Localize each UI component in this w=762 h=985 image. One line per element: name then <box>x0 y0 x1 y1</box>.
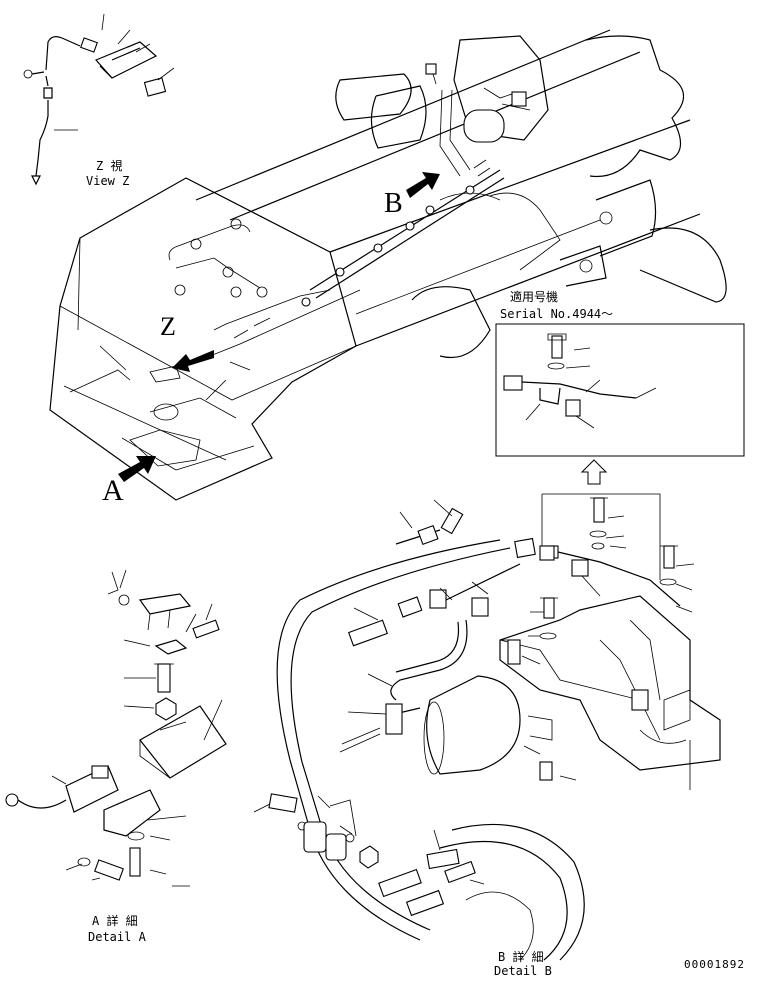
pointer-b-label: B <box>384 188 403 219</box>
serial-detail-box <box>495 323 745 457</box>
frame-rails <box>195 29 701 347</box>
serial-number-label: Serial No.4944～ <box>500 307 614 321</box>
pointer-z-label: Z <box>160 312 176 341</box>
detail-b-frame-bracket <box>499 595 721 790</box>
serial-applicable-label: 適用号機 <box>510 290 559 304</box>
detail-b-bracket-box <box>541 493 695 613</box>
detail-b-title-jp: B 詳 細 <box>498 950 544 964</box>
hose-run-top <box>301 169 505 307</box>
detail-b-lower-parts <box>253 499 585 961</box>
detail-b-filter <box>339 675 521 775</box>
pointer-a-label: A <box>102 474 124 507</box>
arrow-z-icon <box>172 350 214 372</box>
detail-b-hoses <box>276 507 555 941</box>
detail-a-parts <box>5 569 227 887</box>
view-z-title-en: View Z <box>86 174 130 188</box>
up-arrow-icon <box>580 459 608 485</box>
view-z-sketch <box>23 13 175 186</box>
transmission-housing <box>335 35 727 359</box>
drawing-number: 00001892 <box>684 958 745 971</box>
arrow-a-icon <box>118 456 156 482</box>
arrow-b-icon <box>406 172 440 198</box>
detail-b-title-en: Detail B <box>494 964 552 978</box>
detail-a-title-jp: A 詳 細 <box>92 914 138 928</box>
valve-assembly-top <box>425 35 549 177</box>
cab-floor-assembly <box>49 177 361 501</box>
view-z-title-jp: Z 視 <box>96 159 123 173</box>
detail-a-title-en: Detail A <box>88 930 146 944</box>
